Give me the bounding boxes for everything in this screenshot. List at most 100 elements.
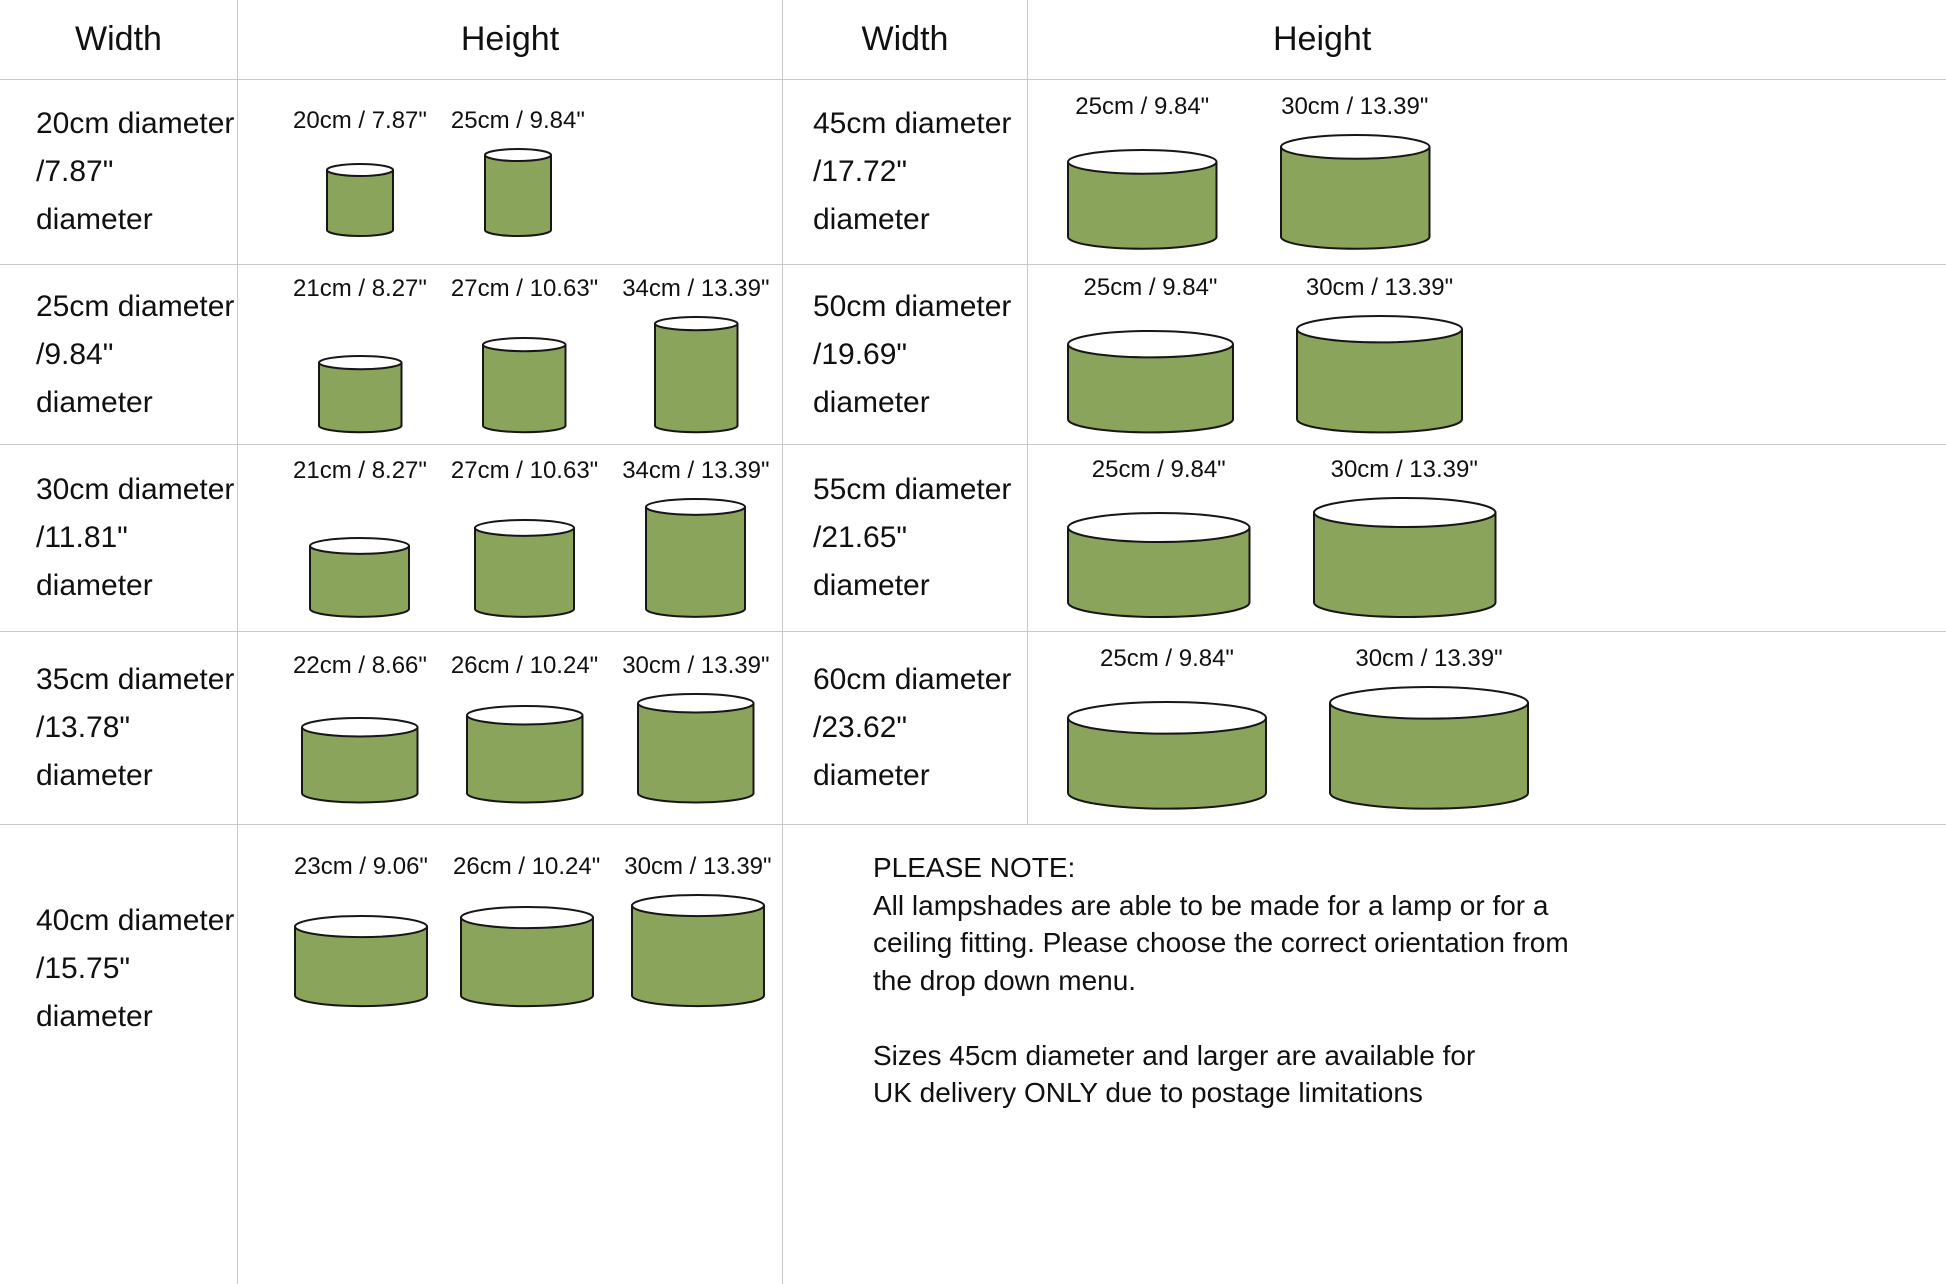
shade-height-label: 30cm / 13.39": [624, 853, 772, 880]
note-heading: PLEASE NOTE:: [873, 852, 1076, 883]
note-line: UK delivery ONLY due to postage limitati…: [873, 1077, 1423, 1109]
shade-height-label: 30cm / 13.39": [622, 651, 770, 679]
height-cell: 23cm / 9.06" 26cm / 10.24" 30cm / 13.39": [238, 825, 783, 1284]
shade-group: 25cm / 9.84" 30cm / 13.39": [1066, 456, 1497, 619]
shade-group: 21cm / 8.27" 27cm / 10.63" 34cm / 13.39": [293, 275, 769, 434]
lampshade-cylinder: [293, 914, 429, 1008]
lampshade-item: 30cm / 13.39": [1328, 645, 1530, 811]
lampshade-cylinder-icon: [301, 716, 419, 804]
width-label-line: /7.87" diameter: [36, 155, 153, 236]
shade-height-label: 34cm / 13.39": [622, 274, 770, 302]
lampshade-item: 30cm / 13.39": [624, 853, 772, 1008]
note-cell: PLEASE NOTE: All lampshades are able to b…: [783, 825, 1946, 1284]
lampshade-cylinder-icon: [465, 704, 584, 804]
header-width-left: Width: [0, 0, 238, 80]
note-line: the drop down menu.: [873, 964, 1137, 996]
shade-height-label: 30cm / 13.39": [1355, 645, 1503, 673]
lampshade-cylinder: [481, 336, 568, 434]
shade-group: 25cm / 9.84"30cm / 13.39": [1066, 645, 1530, 811]
header-height-left-label: Height: [460, 20, 560, 58]
header-height-right-label: Height: [1273, 20, 1372, 58]
lampshade-cylinder: [465, 704, 585, 804]
lampshade-cylinder-icon: [637, 692, 755, 804]
lampshade-cylinder-icon: [1329, 686, 1529, 810]
shade-height-label: 23cm / 9.06": [294, 853, 428, 880]
lampshade-cylinder: [300, 716, 420, 804]
lampshade-cylinder: [630, 893, 766, 1008]
lampshade-cylinder: [644, 497, 747, 619]
height-cell: 21cm / 8.27" 27cm / 10.63" 34cm / 13.39": [238, 265, 783, 445]
height-cell: 25cm / 9.84" 30cm / 13.39": [1028, 265, 1946, 445]
lampshade-item: 26cm / 10.24": [453, 853, 600, 1008]
lampshade-cylinder: [1066, 511, 1252, 619]
shade-height-label: 25cm / 9.84": [1083, 274, 1218, 302]
lampshade-item: 34cm / 13.39": [622, 275, 769, 434]
lampshade-item: 30cm / 13.39": [1312, 456, 1498, 619]
lampshade-cylinder-icon: [309, 537, 411, 618]
width-cell: 25cm diameter/9.84" diameter: [0, 265, 238, 445]
header-width-left-label: Width: [75, 20, 162, 58]
shade-group: 25cm / 9.84" 30cm / 13.39": [1066, 274, 1464, 434]
width-label-line: 20cm diameter: [36, 107, 235, 140]
lampshade-cylinder: [308, 536, 411, 619]
lampshade-cylinder-icon: [325, 162, 394, 237]
lampshade-cylinder: [1279, 133, 1432, 251]
shade-height-label: 25cm / 9.84": [1091, 456, 1226, 484]
height-cell: 25cm / 9.84" 30cm / 13.39": [1028, 445, 1946, 632]
lampshade-cylinder: [636, 692, 756, 804]
lampshade-cylinder: [1066, 329, 1235, 434]
lampshade-item: 30cm / 13.39": [1295, 274, 1464, 434]
width-label-line: /23.62" diameter: [813, 711, 930, 792]
note-line: All lampshades are able to be made for a…: [873, 889, 1549, 921]
lampshade-item: 25cm / 9.84": [1066, 456, 1252, 619]
lampshade-cylinder: [653, 315, 740, 434]
shade-height-label: 30cm / 13.39": [1305, 274, 1454, 302]
lampshade-item: 20cm / 7.87": [293, 107, 427, 238]
shade-height-label: 20cm / 7.87": [293, 106, 427, 134]
width-label-line: /19.69" diameter: [813, 337, 930, 419]
width-cell: 30cm diameter/11.81" diameter: [0, 445, 238, 632]
lampshade-cylinder: [1295, 314, 1464, 434]
width-label-line: 60cm diameter: [813, 663, 1012, 696]
header-width-right-label: Width: [861, 20, 949, 58]
width-label-line: 25cm diameter: [36, 289, 235, 323]
lampshade-cylinder: [1066, 148, 1219, 251]
width-label-line: /11.81" diameter: [36, 521, 153, 602]
note-line: ceiling fitting. Please choose the corre…: [873, 927, 1569, 959]
header-height-right: Height: [1028, 0, 1946, 80]
lampshade-item: 30cm / 13.39": [622, 652, 769, 804]
lampshade-cylinder-icon: [294, 914, 428, 1008]
lampshade-item: 26cm / 10.24": [451, 652, 598, 804]
height-cell: 21cm / 8.27"27cm / 10.63"34cm / 13.39": [238, 445, 783, 632]
shade-height-label: 27cm / 10.63": [450, 274, 599, 302]
lampshade-cylinder-icon: [317, 354, 403, 434]
height-cell: 22cm / 8.66"26cm / 10.24"30cm / 13.39": [238, 632, 783, 825]
shade-group: 22cm / 8.66"26cm / 10.24"30cm / 13.39": [293, 652, 769, 804]
note-gap: [873, 999, 1916, 1037]
shade-height-label: 25cm / 9.84": [450, 106, 585, 134]
width-label-line: /15.75" diameter: [36, 952, 153, 1033]
shade-group: 21cm / 8.27"27cm / 10.63"34cm / 13.39": [293, 457, 769, 619]
shade-height-label: 21cm / 8.27": [293, 457, 427, 485]
height-cell: 25cm / 9.84"30cm / 13.39": [1028, 632, 1946, 825]
shade-height-label: 26cm / 10.24": [453, 853, 601, 880]
width-label-line: 50cm diameter: [813, 289, 1012, 323]
lampshade-cylinder-icon: [653, 315, 739, 434]
lampshade-item: 27cm / 10.63": [451, 457, 598, 619]
height-cell: 20cm / 7.87" 25cm / 9.84": [238, 80, 783, 265]
shade-height-label: 30cm / 13.39": [1330, 456, 1478, 484]
width-cell: 50cm diameter/19.69" diameter: [783, 265, 1028, 445]
lampshade-cylinder-icon: [1067, 149, 1218, 250]
lampshade-cylinder-icon: [1067, 330, 1234, 434]
shade-height-label: 21cm / 8.27": [293, 274, 427, 302]
lampshade-cylinder: [459, 905, 595, 1008]
lampshade-item: 25cm / 9.84": [1066, 274, 1235, 434]
lampshade-item: 21cm / 8.27": [293, 457, 427, 619]
note-line: Sizes 45cm diameter and larger are avail…: [873, 1039, 1476, 1071]
lampshade-cylinder: [473, 518, 576, 619]
width-cell: 35cm diameter/13.78" diameter: [0, 632, 238, 825]
width-label-line: 40cm diameter: [36, 904, 235, 937]
width-label-line: /9.84" diameter: [36, 337, 153, 419]
lampshade-cylinder: [1066, 700, 1268, 811]
shade-height-label: 30cm / 13.39": [1281, 93, 1429, 121]
